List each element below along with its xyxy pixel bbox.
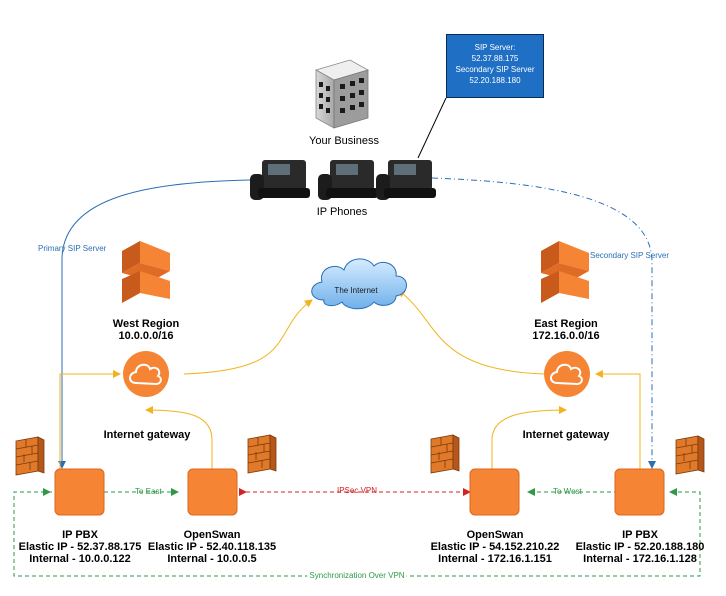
callout-line-1: SIP Server: [474,43,516,52]
west-pbx-to-gateway-link [59,370,121,470]
east-pbx-instance-icon [614,468,665,516]
ipsec-vpn-label: IPSec VPN [337,486,378,495]
west-openswan-instance-icon [187,468,238,516]
east-region-cidr: 172.16.0.0/16 [532,330,600,342]
east-pbx-to-gateway-link [595,370,641,470]
business-label: Your Business [309,135,379,147]
firewall-icon-1 [15,436,45,476]
ip-phone-icon-3 [376,160,436,200]
west-region-cidr: 10.0.0.0/16 [118,330,174,342]
aws-region-icon-west [122,241,170,303]
west-openswan-internal: Internal - 10.0.0.5 [167,553,257,565]
callout-line-2: 52.37.88.175 [471,54,519,63]
to-east-label: To East [135,487,162,496]
west-openswan-elastic: Elastic IP - 52.40.118.135 [147,541,277,553]
sip-server-callout: SIP Server: 52.37.88.175 Secondary SIP S… [446,34,544,98]
west-pbx-instance-icon [54,468,105,516]
west-openswan-title: OpenSwan [183,529,241,541]
internet-gateway-icon-east [544,351,590,397]
ip-phone-icon-2 [318,160,378,200]
internet-cloud-icon [311,258,407,310]
internet-label: The Internet [334,286,378,295]
phones-label: IP Phones [316,206,368,218]
east-region-name: East Region [534,318,598,330]
west-gateway-to-internet-link [183,299,313,375]
office-building-icon [314,59,370,129]
east-openswan-to-gateway-link [491,406,567,470]
callout-line-4: 52.20.188.180 [469,76,521,85]
east-openswan-internal: Internal - 172.16.1.151 [438,553,552,565]
west-region-name: West Region [112,318,180,330]
firewall-icon-4 [675,435,705,475]
east-openswan-elastic: Elastic IP - 54.152.210.22 [430,541,560,553]
east-openswan-title: OpenSwan [466,529,524,541]
west-pbx-internal: Internal - 10.0.0.122 [29,553,131,565]
west-pbx-elastic: Elastic IP - 52.37.88.175 [18,541,142,553]
secondary-sip-link [431,177,656,469]
firewall-icon-3 [430,434,460,474]
primary-sip-link [58,179,251,469]
east-pbx-elastic: Elastic IP - 52.20.188.180 [575,541,705,553]
callout-line-3: Secondary SIP Server [455,65,535,74]
west-gateway-label: Internet gateway [103,429,191,441]
primary-sip-label: Primary SIP Server [38,244,107,253]
secondary-sip-label: Secondary SIP Server [590,251,670,260]
west-pbx-title: IP PBX [62,529,98,541]
callout-pointer-line [417,97,447,159]
internet-gateway-icon-west [123,351,169,397]
east-pbx-title: IP PBX [622,529,658,541]
east-pbx-internal: Internal - 172.16.1.128 [583,553,697,565]
sync-vpn-label: Synchronization Over VPN [307,571,407,580]
east-openswan-instance-icon [469,468,520,516]
to-west-label: To West [553,487,582,496]
aws-region-icon-east [541,241,589,303]
ip-phone-icon-1 [250,160,310,200]
west-openswan-to-gateway-link [145,406,213,470]
firewall-icon-2 [247,434,277,474]
east-gateway-to-internet-link [397,289,545,375]
east-gateway-label: Internet gateway [522,429,610,441]
